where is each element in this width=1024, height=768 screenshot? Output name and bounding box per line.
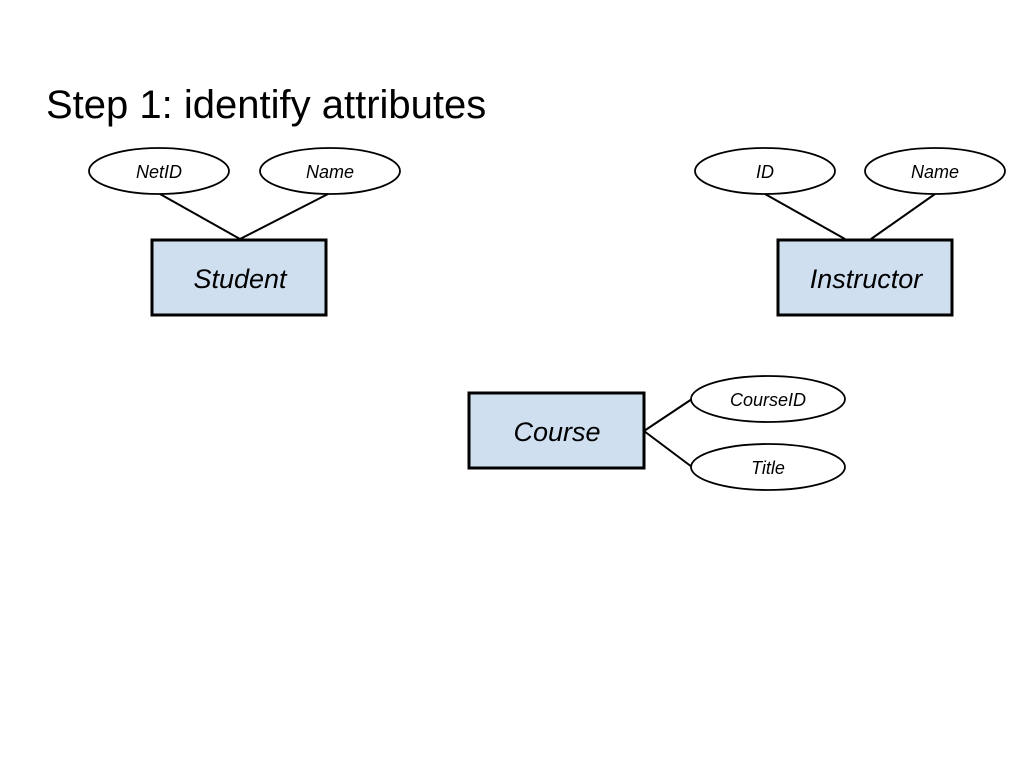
student-name-link <box>239 193 329 240</box>
student-name-attribute <box>259 147 401 195</box>
id-label: ID <box>756 162 774 182</box>
course-label: Course <box>513 417 600 447</box>
instructor-name-link <box>870 193 936 240</box>
student-label: Student <box>193 264 288 294</box>
instructor-group: ID Name Instructor <box>694 147 1006 317</box>
slide-title: Step 1: identify attributes <box>46 83 486 127</box>
title-attribute <box>690 443 846 491</box>
courseid-label: CourseID <box>730 390 806 410</box>
id-attribute <box>694 147 836 195</box>
course-entity <box>467 391 646 470</box>
instructor-name-attribute <box>864 147 1006 195</box>
instructor-label: Instructor <box>810 264 924 294</box>
netid-label: NetID <box>136 162 182 182</box>
courseid-attribute <box>690 375 846 423</box>
instructor-name-label: Name <box>911 162 959 182</box>
netid-attribute <box>88 147 230 195</box>
student-name-label: Name <box>306 162 354 182</box>
course-group: CourseID Title Course <box>467 375 846 491</box>
course-courseid-link <box>643 398 693 432</box>
title-label: Title <box>751 458 785 478</box>
instructor-entity <box>776 238 954 317</box>
instructor-id-link <box>764 193 846 240</box>
student-group: NetID Name Student <box>88 147 401 317</box>
course-title-link <box>643 430 693 468</box>
student-netid-link <box>159 193 241 240</box>
student-entity <box>150 238 328 317</box>
